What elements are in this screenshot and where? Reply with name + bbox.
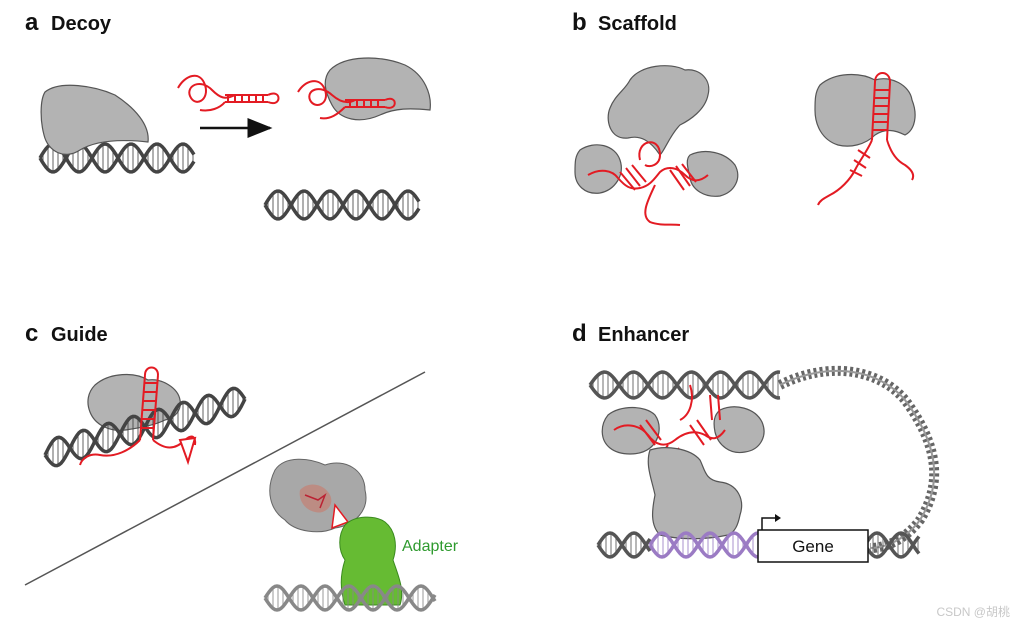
- protein-blob: [686, 151, 739, 197]
- dna-helix: [863, 531, 921, 559]
- dna-strand: [263, 584, 437, 612]
- panel-c-title: Guide: [51, 324, 108, 346]
- dna-helix: [596, 531, 652, 559]
- panel-d: d Enhancer Gene: [572, 320, 940, 563]
- lncrna: [79, 366, 197, 466]
- gene-label: Gene: [792, 537, 834, 556]
- dna-strand: [588, 370, 781, 400]
- dna-strand: [648, 531, 761, 559]
- enhancer-dna: [648, 531, 761, 559]
- panel-a: a Decoy: [25, 9, 431, 221]
- dna-strand: [863, 531, 921, 559]
- dna-strand: [263, 584, 437, 612]
- dna-helix: [38, 142, 196, 174]
- gene-box: [757, 529, 869, 563]
- dna-helix: [263, 189, 421, 221]
- dna-helix: [263, 584, 437, 612]
- panel-b: b Scaffold: [572, 9, 916, 226]
- panel-a-letter: a: [25, 9, 39, 36]
- protein-blob: [601, 406, 660, 455]
- protein-blob: [607, 65, 710, 156]
- protein-blob: [647, 447, 743, 540]
- dna-strand: [596, 531, 652, 559]
- panel-c: c Guide Adapter: [24, 320, 459, 612]
- panel-b-letter: b: [572, 9, 587, 36]
- dna-strand: [588, 370, 781, 400]
- dna-strand: [38, 142, 196, 174]
- protein-blob: [324, 57, 431, 121]
- adapter-protein: [339, 516, 403, 606]
- panel-d-title: Enhancer: [598, 324, 689, 346]
- protein-complex: [269, 458, 367, 533]
- lncrna: [587, 141, 709, 226]
- dna-strand: [263, 189, 421, 221]
- dna-loop: [777, 365, 940, 553]
- transcription-start-arrow: [761, 517, 775, 530]
- lncrna: [177, 74, 280, 112]
- protein-blob: [574, 144, 622, 194]
- panel-c-letter: c: [25, 320, 38, 347]
- watermark: CSDN @胡桃: [936, 604, 1010, 619]
- dna-strand: [648, 531, 761, 559]
- dna-helix: [588, 370, 781, 400]
- protein-blob: [40, 84, 149, 155]
- dna-strand: [863, 531, 921, 559]
- panel-d-letter: d: [572, 320, 587, 347]
- lncrna: [297, 80, 396, 120]
- panel-a-title: Decoy: [51, 13, 112, 35]
- lncrna: [817, 72, 915, 206]
- protein-blob: [814, 74, 916, 147]
- divider-line: [24, 371, 426, 586]
- protein-blob: [713, 406, 765, 454]
- protein-blob: [87, 374, 181, 431]
- adapter-label: Adapter: [402, 538, 459, 555]
- dna-strand: [596, 531, 652, 559]
- panel-b-title: Scaffold: [598, 13, 677, 35]
